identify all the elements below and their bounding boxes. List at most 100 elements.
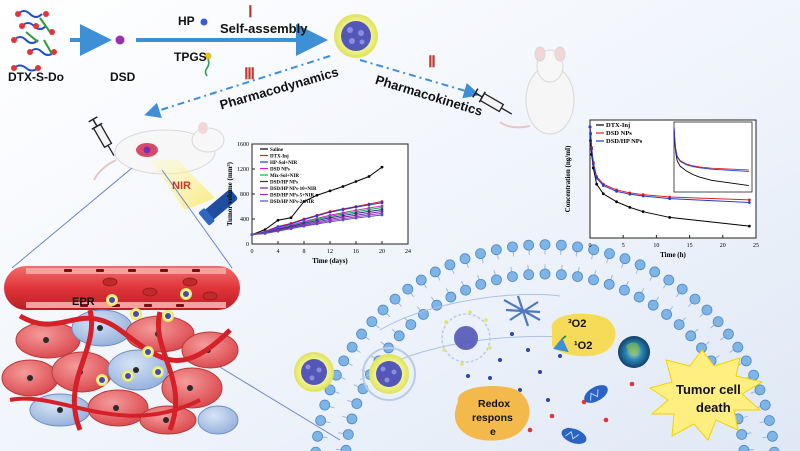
data-point	[367, 215, 371, 218]
x-tick-label: 25	[753, 243, 759, 249]
y-tick-label: 800	[240, 192, 249, 198]
tpgs-label: TPGS	[174, 50, 207, 64]
y-tick-label: 0	[246, 242, 249, 248]
zoom-line-2	[161, 169, 233, 269]
legend-entry: DSD/HP NPs-5+NIR	[270, 194, 314, 199]
redox-label-line3: e	[490, 426, 496, 438]
data-point	[263, 232, 267, 235]
singlet-oxygen-label: ¹O2	[574, 340, 593, 352]
data-point	[595, 182, 599, 186]
x-tick-label: 4	[277, 249, 280, 255]
data-point	[641, 194, 645, 198]
nanoparticle-top	[334, 14, 378, 58]
data-point	[590, 147, 594, 151]
x-tick-label: 0	[251, 249, 254, 255]
nanoparticle-endocytosis	[362, 347, 416, 401]
dtx-s-do-label: DTX-S-Do	[8, 70, 64, 84]
x-tick-label: 20	[720, 243, 726, 249]
data-point	[615, 200, 618, 204]
data-point	[354, 180, 358, 183]
triplet-oxygen-label: ³O2	[568, 318, 587, 330]
data-point	[341, 185, 345, 188]
legend-entry: DSD NPs	[270, 168, 290, 173]
data-point	[341, 218, 345, 222]
zoom-line-1	[11, 167, 133, 269]
legend-entry: DTX-Inj	[270, 155, 289, 160]
hp-dot	[200, 18, 208, 26]
legend-entry: Mix-Sol+NIR	[270, 174, 299, 179]
tumor-tissue	[1, 288, 239, 435]
x-tick-label: 5	[622, 243, 625, 249]
data-point	[380, 206, 384, 209]
legend-entry: DSD NPs	[606, 130, 632, 137]
redox-label-line2: respons	[472, 412, 513, 424]
dtx-s-do-legend-molecule	[11, 64, 41, 72]
legend-entry: DSD/HP NPs-10+NIR	[270, 187, 317, 192]
dsd-label: DSD	[110, 70, 136, 84]
data-point	[341, 208, 345, 212]
x-tick-label: 15	[687, 243, 693, 249]
tumor-cell-death-line2: death	[696, 400, 731, 415]
data-point	[289, 227, 293, 231]
data-point	[250, 233, 254, 237]
data-point	[380, 165, 384, 169]
data-point	[380, 213, 384, 217]
x-tick-label: 20	[379, 249, 385, 255]
x-axis-label: Time (days)	[312, 257, 348, 265]
data-point	[276, 218, 280, 222]
data-point	[315, 222, 319, 226]
step-2-numeral: Ⅱ	[428, 54, 436, 71]
x-tick-label: 10	[653, 243, 659, 249]
legend-entry: DTX-Inj	[606, 122, 630, 129]
epr-label: EPR	[72, 296, 95, 308]
syringe-icon-right	[472, 88, 513, 115]
dtx-s-do-molecules	[11, 10, 57, 56]
data-point	[328, 220, 332, 224]
mouse-with-tumor-icon	[93, 122, 225, 181]
data-point	[354, 205, 358, 209]
data-point	[628, 192, 632, 196]
mitochondria-icons	[561, 385, 608, 444]
y-tick-label: 1200	[237, 167, 249, 173]
y-axis-label: Concentration (ng/ml)	[564, 145, 572, 212]
x-tick-label: 0	[589, 243, 592, 249]
x-tick-label: 8	[303, 249, 306, 255]
data-point	[276, 229, 280, 233]
data-point	[367, 175, 371, 178]
data-point	[628, 205, 632, 209]
legend-entry: DSD/HP NPs	[270, 181, 298, 186]
data-point	[601, 184, 605, 187]
hp-label: HP	[178, 14, 195, 28]
data-point	[615, 189, 618, 193]
arrow-pharmacokinetics	[359, 59, 480, 99]
x-axis-label: Time (h)	[660, 251, 686, 259]
nanoparticle-outside	[294, 352, 334, 392]
dsd-dot	[115, 35, 125, 45]
legend-entry: HP-Sol+NIR	[270, 161, 298, 166]
step-3-numeral: Ⅲ	[244, 66, 256, 83]
data-point	[595, 176, 599, 180]
tpgs-molecule-icon	[204, 52, 212, 77]
data-point	[367, 203, 371, 207]
data-point	[747, 201, 751, 204]
nanoparticle-disassembling	[441, 310, 492, 366]
data-point	[289, 216, 293, 220]
redox-label-line1: Redox	[478, 398, 511, 410]
y-tick-label: 400	[240, 217, 249, 223]
step-1-numeral: Ⅰ	[248, 4, 253, 21]
data-point	[589, 132, 592, 136]
data-point	[668, 197, 672, 201]
syringe-icon-left	[88, 116, 115, 157]
self-assembly-label: Self-assembly	[220, 21, 308, 36]
blood-vessel	[4, 266, 240, 310]
redox-response-blob	[454, 386, 530, 441]
data-point	[354, 216, 358, 220]
data-point	[380, 201, 384, 205]
nir-label: NIR	[172, 180, 191, 192]
x-tick-label: 12	[327, 249, 333, 255]
data-point	[601, 192, 605, 196]
